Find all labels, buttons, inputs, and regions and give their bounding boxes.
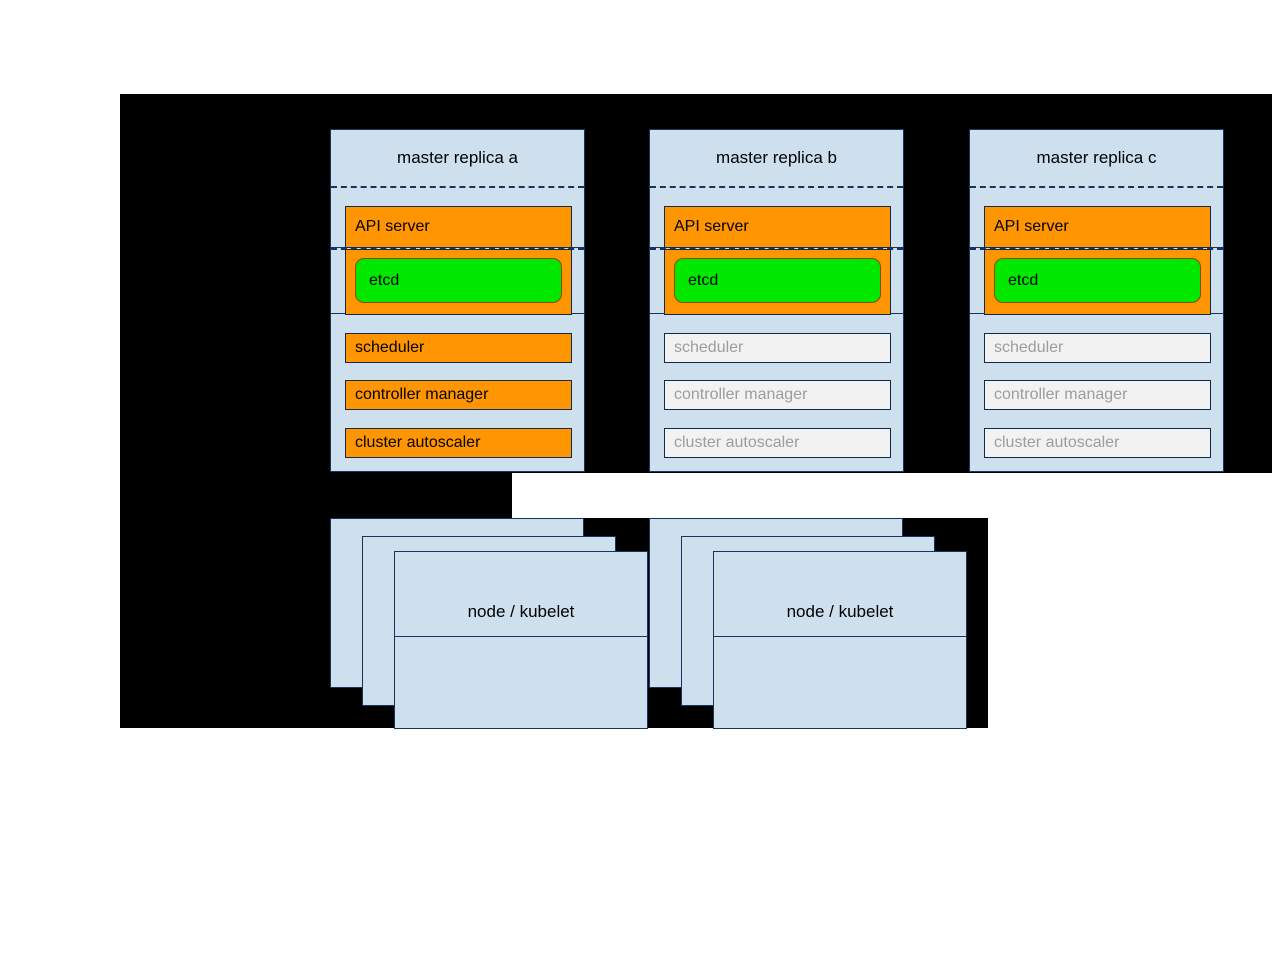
replica-a-cluster-autoscaler[interactable]: cluster autoscaler xyxy=(345,428,572,458)
node-stack-2-front[interactable]: node / kubelet xyxy=(713,551,967,729)
master-replica-c[interactable]: master replica c API server etcd schedul… xyxy=(969,129,1224,472)
replica-b-scheduler[interactable]: scheduler xyxy=(664,333,891,363)
master-replica-b-title: master replica b xyxy=(716,148,837,167)
replica-b-cluster-autoscaler[interactable]: cluster autoscaler xyxy=(664,428,891,458)
replica-c-api-server[interactable]: API server xyxy=(984,206,1211,248)
master-replica-a[interactable]: master replica a API server etcd schedul… xyxy=(330,129,585,472)
node-stack-1-rule xyxy=(395,636,647,637)
master-replica-a-title: master replica a xyxy=(397,148,518,167)
replica-a-etcd[interactable]: etcd xyxy=(355,258,562,303)
node-stack-1-front[interactable]: node / kubelet xyxy=(394,551,648,729)
replica-c-cluster-autoscaler[interactable]: cluster autoscaler xyxy=(984,428,1211,458)
replica-c-title-separator xyxy=(970,186,1223,188)
replica-b-etcd[interactable]: etcd xyxy=(674,258,881,303)
node-stack-2-rule xyxy=(714,636,966,637)
node-stack-1-label: node / kubelet xyxy=(467,602,575,621)
node-stack-2-label: node / kubelet xyxy=(786,602,894,621)
replica-a-controller-manager[interactable]: controller manager xyxy=(345,380,572,410)
replica-a-title-separator xyxy=(331,186,584,188)
replica-c-scheduler[interactable]: scheduler xyxy=(984,333,1211,363)
replica-a-scheduler[interactable]: scheduler xyxy=(345,333,572,363)
replica-b-title-separator xyxy=(650,186,903,188)
replica-c-controller-manager[interactable]: controller manager xyxy=(984,380,1211,410)
master-replica-b[interactable]: master replica b API server etcd schedul… xyxy=(649,129,904,472)
replica-b-api-server[interactable]: API server xyxy=(664,206,891,248)
replica-a-api-server[interactable]: API server xyxy=(345,206,572,248)
replica-c-etcd[interactable]: etcd xyxy=(994,258,1201,303)
master-replica-c-title: master replica c xyxy=(1036,148,1157,167)
replica-b-controller-manager[interactable]: controller manager xyxy=(664,380,891,410)
